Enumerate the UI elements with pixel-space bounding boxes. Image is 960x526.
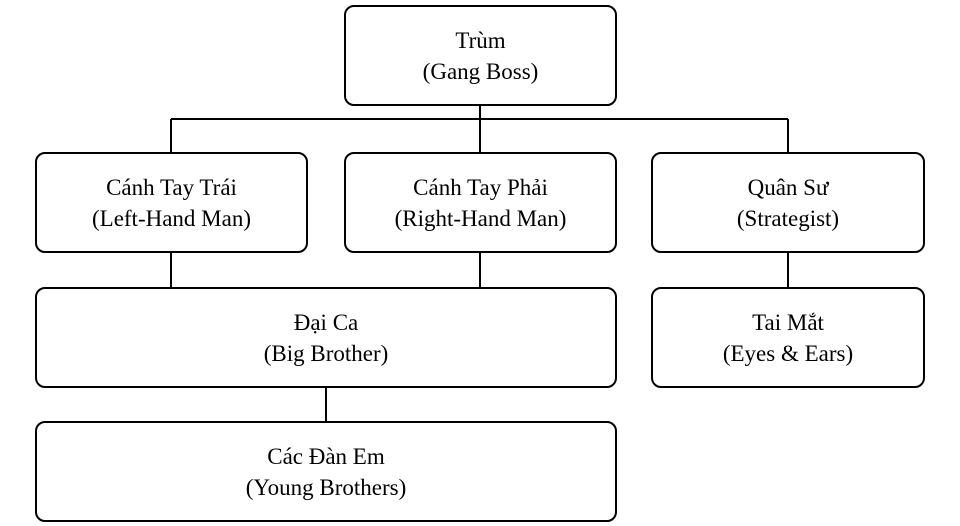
node-big-brother: Đại Ca (Big Brother) — [35, 287, 617, 388]
node-strategist-name: Quân Sư — [747, 174, 829, 200]
node-right-hand-man: Cánh Tay Phải (Right-Hand Man) — [344, 152, 617, 253]
node-gang-boss-translation: (Gang Boss) — [422, 58, 539, 84]
node-left-hand-man-name: Cánh Tay Trái — [106, 174, 237, 200]
node-gang-boss: Trùm (Gang Boss) — [344, 5, 617, 106]
node-eyes-and-ears-name: Tai Mắt — [752, 309, 824, 335]
node-eyes-and-ears: Tai Mắt (Eyes & Ears) — [651, 287, 925, 388]
node-young-brothers: Các Đàn Em (Young Brothers) — [35, 421, 617, 522]
node-left-hand-man: Cánh Tay Trái (Left-Hand Man) — [35, 152, 308, 253]
node-left-hand-man-translation: (Left-Hand Man) — [91, 205, 251, 231]
node-strategist-translation: (Strategist) — [736, 205, 840, 231]
node-gang-boss-name: Trùm — [455, 27, 506, 53]
node-eyes-and-ears-translation: (Eyes & Ears) — [722, 340, 854, 366]
node-right-hand-man-translation: (Right-Hand Man) — [394, 205, 567, 231]
node-young-brothers-translation: (Young Brothers) — [245, 474, 407, 500]
node-young-brothers-name: Các Đàn Em — [267, 443, 385, 469]
node-right-hand-man-name: Cánh Tay Phải — [413, 174, 548, 200]
node-big-brother-name: Đại Ca — [293, 309, 359, 335]
node-strategist: Quân Sư (Strategist) — [651, 152, 925, 253]
node-big-brother-translation: (Big Brother) — [263, 340, 389, 366]
